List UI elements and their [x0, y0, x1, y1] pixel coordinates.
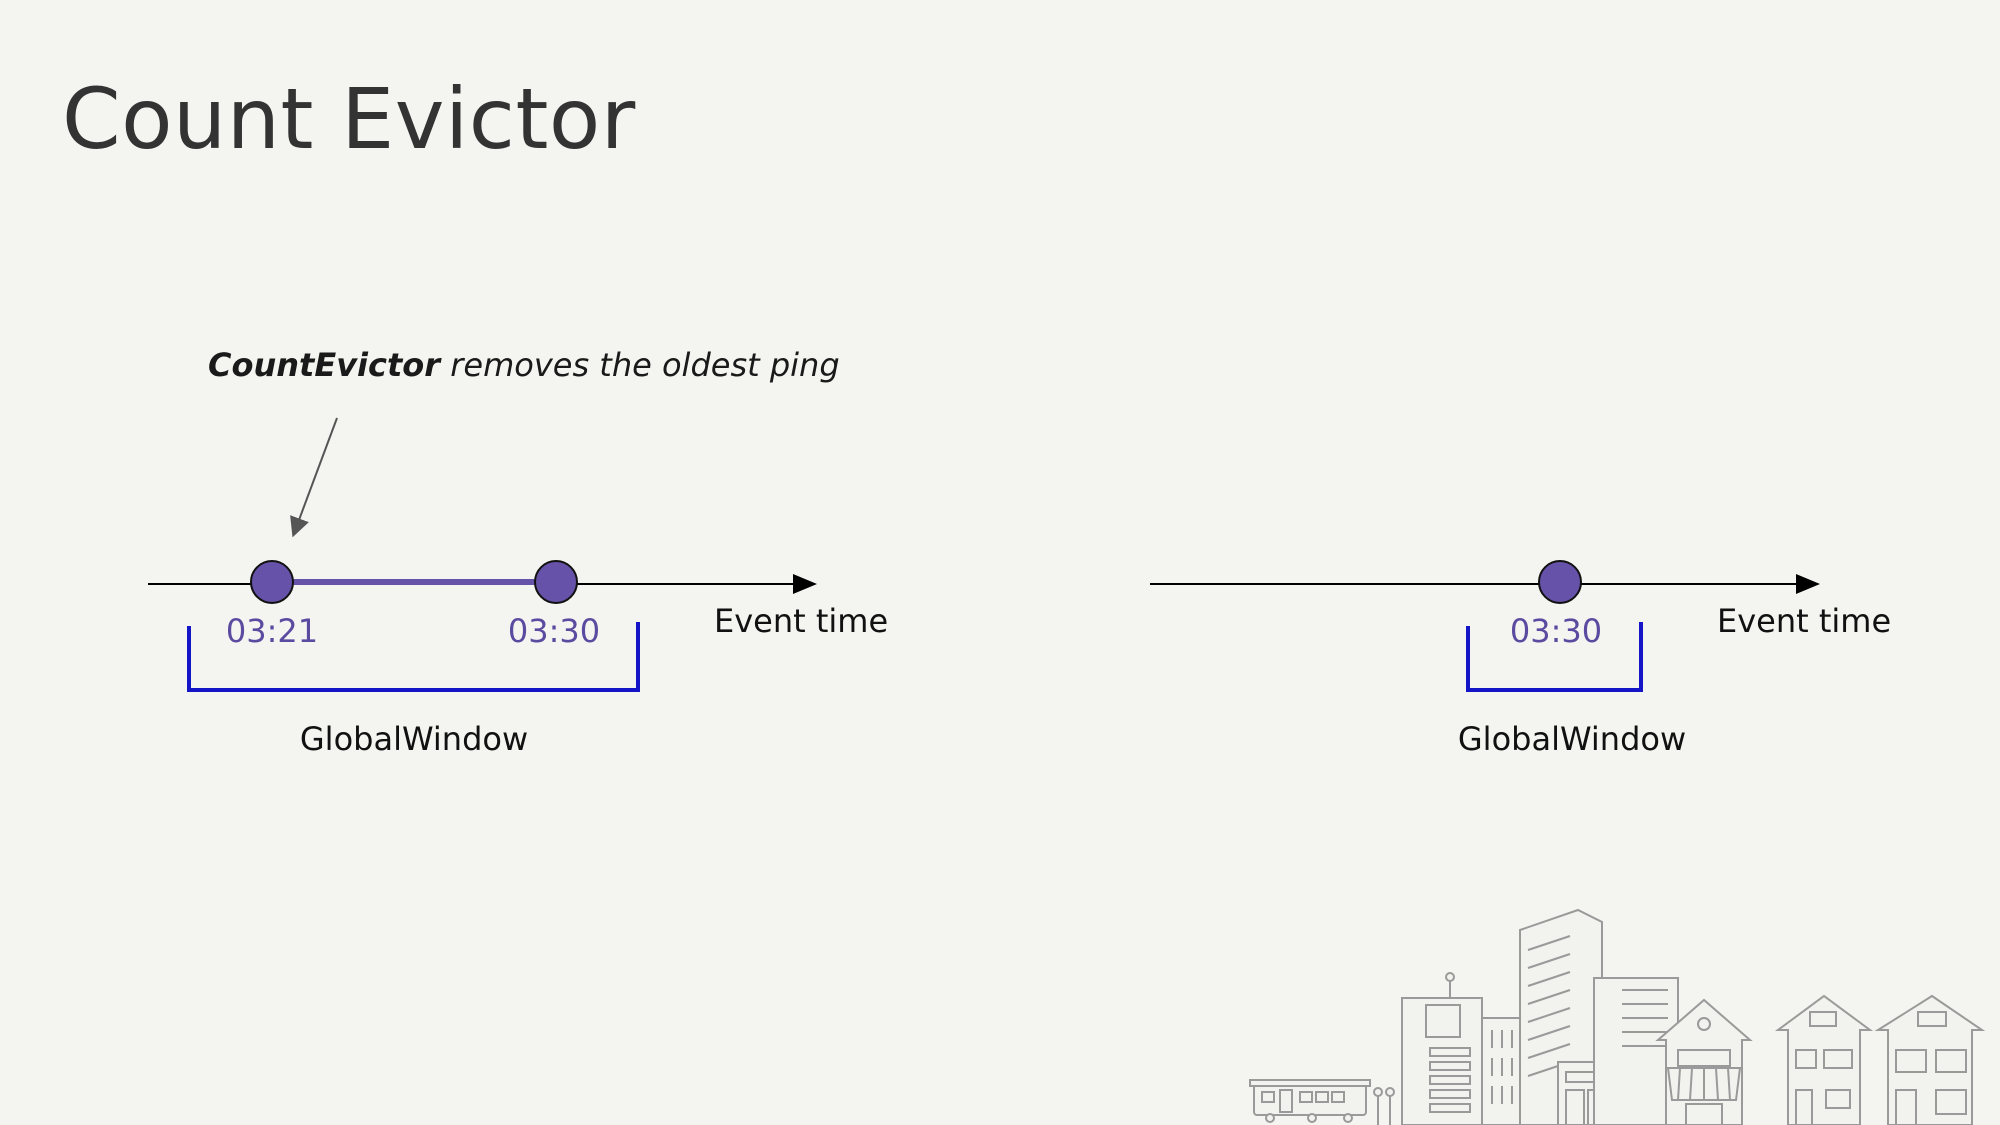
house-icon-2: [1774, 994, 1874, 1125]
city-skyline-illustration: [1249, 908, 1986, 1125]
annotation-pointer-arrow: [290, 417, 338, 538]
house-icon-3: [1874, 994, 1986, 1125]
left-window-bracket: [187, 622, 640, 692]
right-ping-1-marker: [1538, 560, 1582, 604]
slide-title: Count Evictor: [62, 70, 636, 168]
left-ping-1-time: 03:21: [225, 612, 319, 650]
annotation-rest: removes the oldest ping: [440, 346, 840, 384]
left-ping-2-time: 03:30: [507, 612, 601, 650]
right-axis-label: Event time: [1717, 602, 1892, 640]
trolley-icon: [1249, 1079, 1371, 1123]
right-ping-1-time: 03:30: [1509, 612, 1603, 650]
left-ping-2-marker: [534, 560, 578, 604]
annotation-text: CountEvictor removes the oldest ping: [208, 346, 840, 384]
annotation-bold: CountEvictor: [208, 346, 441, 384]
right-window-label: GlobalWindow: [1457, 720, 1687, 758]
left-ping-1-marker: [250, 560, 294, 604]
right-window-bracket: [1466, 622, 1643, 692]
left-window-label: GlobalWindow: [299, 720, 529, 758]
house-icon: [1655, 998, 1753, 1125]
left-axis-label: Event time: [714, 602, 889, 640]
office-building-icon: [1401, 972, 1483, 1125]
